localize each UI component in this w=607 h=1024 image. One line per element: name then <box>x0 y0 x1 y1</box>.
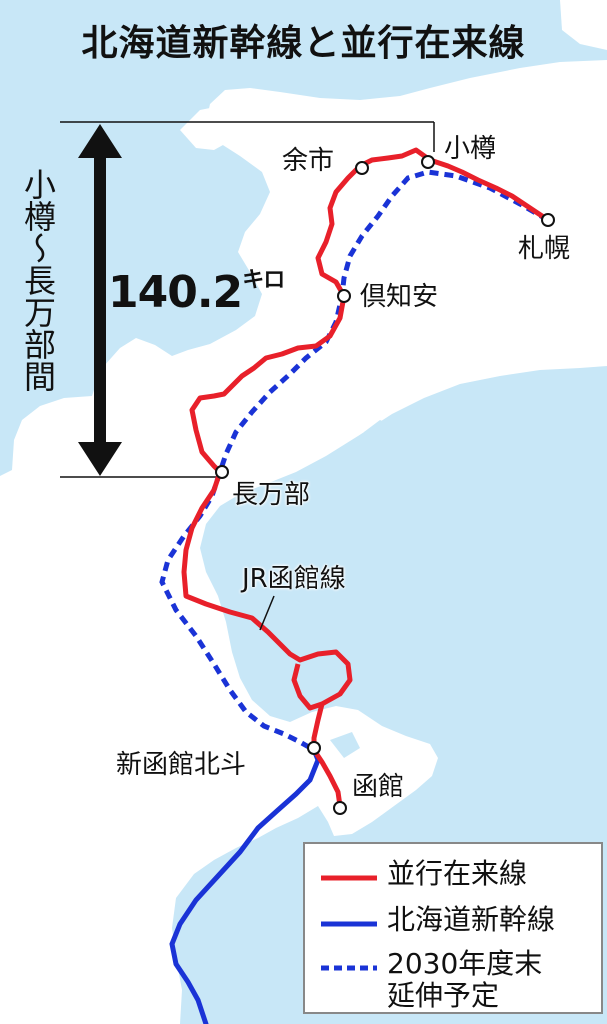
station-otaru-label: 小樽 <box>444 134 497 164</box>
western-peninsula <box>180 106 236 150</box>
shinkansen-planned <box>159 169 550 753</box>
legend-item-parallel-line: 並行在来線 <box>321 858 587 890</box>
legend-swatch-dashed <box>321 965 377 971</box>
station-kutchan-marker <box>337 289 351 303</box>
map-title: 北海道新幹線と並行在来線 <box>81 23 526 64</box>
lake <box>364 420 398 454</box>
legend-item-shinkansen: 北海道新幹線 <box>321 904 587 936</box>
station-kutchan-label: 倶知安 <box>360 282 439 312</box>
station-hakodate-label: 函館 <box>352 772 405 802</box>
legend-swatch-red <box>321 875 377 881</box>
station-sapporo-label: 札幌 <box>518 234 571 264</box>
station-oshamambe-marker <box>215 465 229 479</box>
station-oshamambe-label: 長万部 <box>232 480 311 510</box>
legend-label: 並行在来線 <box>387 857 528 890</box>
station-yoichi-label: 余市 <box>282 146 335 176</box>
shinkansen-existing <box>169 747 321 1024</box>
station-sapporo-marker <box>541 213 555 227</box>
island-lower <box>330 732 360 758</box>
distance-section-label: 小樽～長万部間 <box>19 168 57 392</box>
distance-unit: キロ <box>242 268 285 293</box>
jr-line-label: JR函館線 <box>242 564 346 594</box>
distance-readout: 140.2キロ <box>108 262 285 318</box>
parallel-line <box>181 147 550 807</box>
legend: 並行在来線 北海道新幹線 2030年度末 延伸予定 <box>303 842 603 1014</box>
legend-item-planned-extension: 2030年度末 延伸予定 <box>321 948 587 1012</box>
distance-value: 140.2 <box>108 267 243 318</box>
northeast-land <box>560 0 607 50</box>
legend-swatch-blue <box>321 921 377 927</box>
legend-label: 北海道新幹線 <box>387 903 556 936</box>
station-shin-hakodate-hokuto-label: 新函館北斗 <box>116 750 247 780</box>
station-shin-hakodate-hokuto-marker <box>307 741 321 755</box>
station-hakodate-marker <box>333 801 347 815</box>
double-arrow <box>78 124 122 476</box>
jr-line-leader <box>259 595 275 631</box>
station-yoichi-marker <box>355 161 369 175</box>
station-otaru-marker <box>421 155 435 169</box>
legend-label: 2030年度末 延伸予定 <box>387 947 543 1012</box>
hokkaido-land <box>0 60 607 1024</box>
